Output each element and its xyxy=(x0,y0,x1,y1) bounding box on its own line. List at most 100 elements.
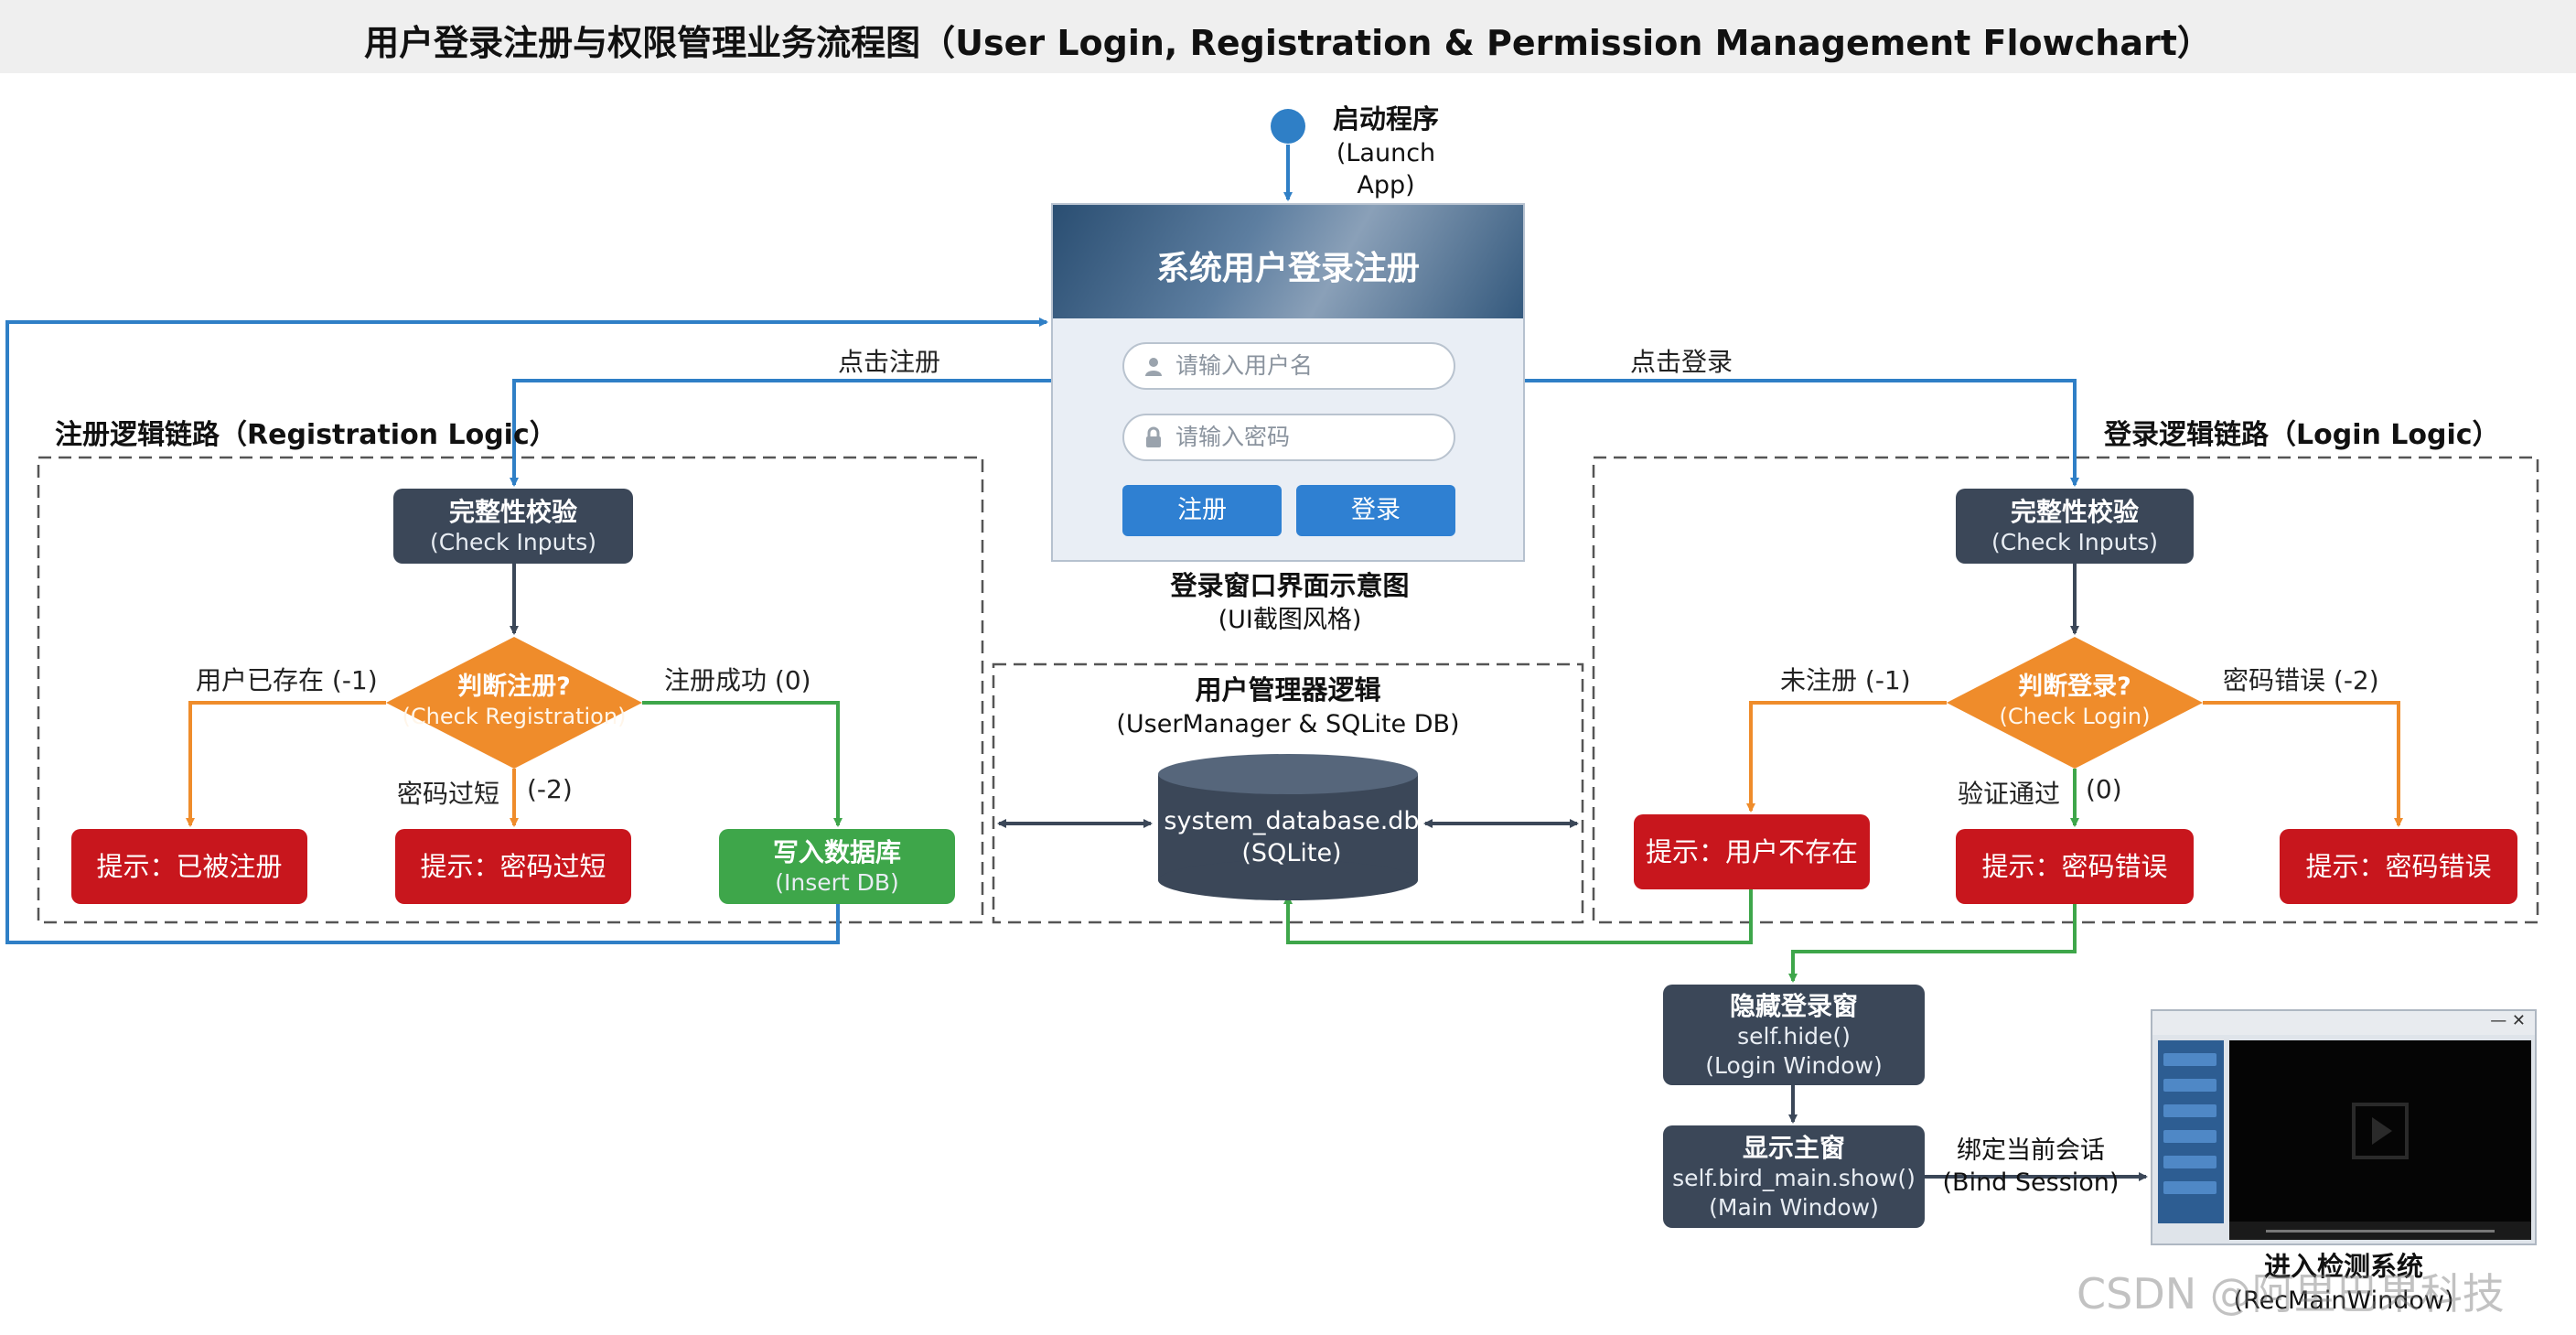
watermark: CSDN @阿里巴果科技 xyxy=(2077,1269,2505,1319)
database-cylinder xyxy=(1158,754,1418,900)
msg-wrong-password-1-text: 提示：密码错误 xyxy=(1981,850,2168,882)
registration-section-box xyxy=(37,456,984,924)
bind-session-line2: (Bind Session) xyxy=(1942,1168,2120,1198)
hide-node-line1: 隐藏登录窗 xyxy=(1729,991,1858,1022)
registration-check-inputs: 完整性校验 (Check Inputs) xyxy=(393,489,633,564)
registration-check-line2: (Check Inputs) xyxy=(429,528,597,555)
sidebar-item xyxy=(2163,1156,2216,1168)
sidebar-item xyxy=(2163,1104,2216,1117)
login-section-label: 登录逻辑链路（Login Logic） xyxy=(2104,419,2500,451)
login-window-header xyxy=(1053,205,1523,318)
edge-not-registered xyxy=(1746,701,1947,813)
main-window-sidebar xyxy=(2158,1040,2224,1223)
msg-already-registered-text: 提示：已被注册 xyxy=(96,850,283,882)
show-node-line3: (Main Window) xyxy=(1709,1193,1879,1221)
login-check-line1: 完整性校验 xyxy=(2010,496,2139,527)
window-controls-icon: — ✕ xyxy=(2490,1011,2526,1030)
registration-section-label: 注册逻辑链路（Registration Logic） xyxy=(55,419,557,451)
msg-wrong-password-1: 提示：密码错误 xyxy=(1956,829,2194,904)
sidebar-item xyxy=(2163,1130,2216,1143)
msg-password-too-short: 提示：密码过短 xyxy=(395,829,631,904)
login-window-title: 系统用户登录注册 xyxy=(1155,250,1420,287)
login-decision xyxy=(1947,637,2203,769)
label-not-registered: 未注册 (-1) xyxy=(1780,665,1911,695)
edge-insert-back-to-login xyxy=(5,318,1048,944)
login-check-inputs: 完整性校验 (Check Inputs) xyxy=(1956,489,2194,564)
login-button[interactable]: 登录 xyxy=(1296,485,1455,536)
start-node xyxy=(1271,109,1305,144)
main-window-caption: 进入检测系统 (RecMainWindow) xyxy=(2206,1250,2481,1317)
edge-verified-to-hide xyxy=(1788,904,2077,983)
main-window-titlebar: — ✕ xyxy=(2152,1011,2535,1035)
label-user-exists: 用户已存在 (-1) xyxy=(196,665,378,695)
lock-icon xyxy=(1146,426,1161,447)
hide-login-window-node: 隐藏登录窗 self.hide() (Login Window) xyxy=(1663,985,1925,1085)
edge-pwd-wrong xyxy=(2203,701,2403,827)
username-placeholder: 请输入用户名 xyxy=(1175,352,1314,379)
edge-click-register xyxy=(510,379,1051,487)
registration-decision xyxy=(386,637,642,769)
sidebar-item xyxy=(2163,1079,2216,1092)
label-click-login: 点击登录 xyxy=(1630,347,1733,377)
login-window-caption: 登录窗口界面示意图 (UI截图风格) xyxy=(1107,569,1473,636)
sidebar-item xyxy=(2163,1053,2216,1066)
label-pwd-wrong: 密码错误 (-2) xyxy=(2223,665,2379,695)
registration-decision-label: 判断注册? (Check Registration) xyxy=(377,672,651,730)
hide-node-line2: self.hide() xyxy=(1737,1023,1851,1050)
user-manager-title-line1: 用户管理器逻辑 xyxy=(1195,674,1381,705)
login-decision-line2: (Check Login) xyxy=(1999,703,2151,729)
insert-db-line2: (Insert DB) xyxy=(775,868,899,896)
title-bar: 用户登录注册与权限管理业务流程图（User Login, Registratio… xyxy=(0,0,2576,73)
msg-already-registered: 提示：已被注册 xyxy=(71,829,307,904)
label-pwd-short: 密码过短 xyxy=(397,779,500,809)
insert-db-node: 写入数据库 (Insert DB) xyxy=(719,829,955,904)
login-check-line2: (Check Inputs) xyxy=(1991,528,2159,555)
diagram-title: 用户登录注册与权限管理业务流程图（User Login, Registratio… xyxy=(364,23,2212,63)
login-window-caption-line1: 登录窗口界面示意图 xyxy=(1170,570,1410,601)
insert-db-line1: 写入数据库 xyxy=(772,836,901,867)
database-label: system_database.db (SQLite) xyxy=(1154,805,1429,869)
main-window-controls xyxy=(2229,1222,2531,1240)
edge-reg-success xyxy=(642,701,843,827)
start-label-line1: 启动程序 xyxy=(1332,103,1439,135)
hide-node-line3: (Login Window) xyxy=(1705,1051,1883,1079)
start-label: 启动程序 (Launch App) xyxy=(1308,102,1464,201)
show-main-window-node: 显示主窗 self.bird_main.show() (Main Window) xyxy=(1663,1125,1925,1228)
database-filename: system_database.db xyxy=(1164,807,1420,835)
database-type: (SQLite) xyxy=(1241,839,1342,868)
edge-user-exists xyxy=(186,701,386,827)
user-icon xyxy=(1145,358,1162,376)
show-node-line2: self.bird_main.show() xyxy=(1672,1165,1916,1192)
registration-check-line1: 完整性校验 xyxy=(448,496,577,527)
login-section-box xyxy=(1592,456,2539,924)
label-verified-code: (0) xyxy=(2086,774,2122,804)
user-manager-section-box xyxy=(992,662,1584,924)
progress-track xyxy=(2266,1230,2495,1233)
sidebar-item xyxy=(2163,1181,2216,1194)
main-window-caption-line2: (RecMainWindow) xyxy=(2233,1286,2454,1315)
label-verified: 验证通过 xyxy=(1958,779,2061,809)
msg-wrong-password-2: 提示：密码错误 xyxy=(2280,829,2517,904)
msg-password-too-short-text: 提示：密码过短 xyxy=(420,850,606,882)
username-input[interactable]: 请输入用户名 xyxy=(1122,342,1455,390)
password-input[interactable]: 请输入密码 xyxy=(1122,414,1455,461)
login-decision-line1: 判断登录? xyxy=(2018,673,2131,701)
edge-user-not-exist-to-db xyxy=(1283,889,1753,944)
main-window-video-area xyxy=(2229,1040,2531,1222)
main-window-mockup: — ✕ xyxy=(2151,1009,2537,1245)
user-manager-caption: 用户管理器逻辑 (UserManager & SQLite DB) xyxy=(1030,673,1546,740)
show-node-line1: 显示主窗 xyxy=(1742,1133,1845,1164)
main-window-caption-line1: 进入检测系统 xyxy=(2263,1251,2423,1282)
register-button[interactable]: 注册 xyxy=(1122,485,1282,536)
edge-click-login xyxy=(1525,379,2079,487)
bind-session-line1: 绑定当前会话 xyxy=(1957,1136,2105,1165)
login-decision-label: 判断登录? (Check Login) xyxy=(1937,672,2212,730)
label-pwd-short-code: (-2) xyxy=(527,774,573,804)
start-label-line2: (Launch App) xyxy=(1336,138,1436,199)
label-reg-success: 注册成功 (0) xyxy=(664,665,811,695)
msg-wrong-password-2-text: 提示：密码错误 xyxy=(2305,850,2492,882)
label-click-register: 点击注册 xyxy=(838,347,941,377)
bind-session-label: 绑定当前会话 (Bind Session) xyxy=(1939,1135,2122,1199)
